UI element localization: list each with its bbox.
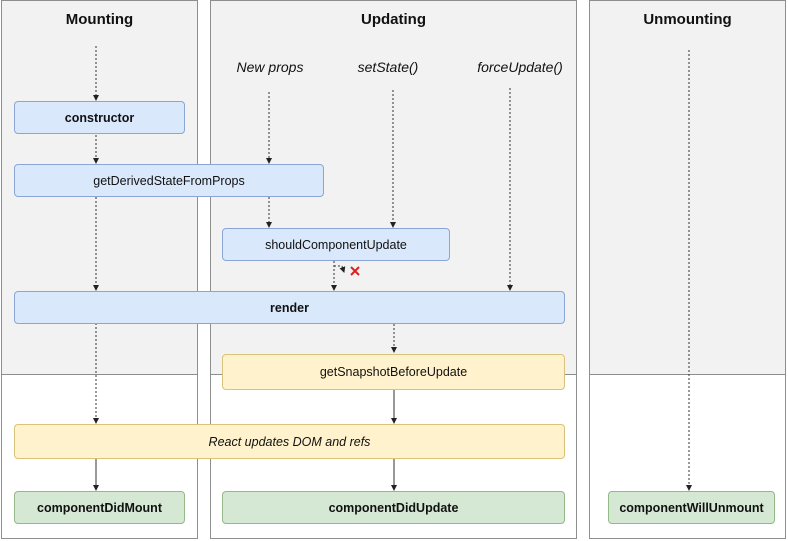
trigger-set-state: setState() xyxy=(357,59,419,75)
mounting-title: Mounting xyxy=(65,11,134,28)
trigger-new-props: New props xyxy=(236,59,304,75)
unmounting-column: Unmounting xyxy=(589,0,786,539)
get-snapshot-before-update-box: getSnapshotBeforeUpdate xyxy=(222,354,565,390)
constructor-box: constructor xyxy=(14,101,185,134)
arrow-scu-false-branch xyxy=(334,265,346,273)
unmounting-title: Unmounting xyxy=(643,11,732,28)
should-component-update-box: shouldComponentUpdate xyxy=(222,228,450,261)
updating-title: Updating xyxy=(361,11,426,28)
component-did-update-box: componentDidUpdate xyxy=(222,491,565,524)
cancel-x-icon xyxy=(350,266,360,276)
render-box: render xyxy=(14,291,565,324)
get-derived-state-from-props-box: getDerivedStateFromProps xyxy=(14,164,324,197)
trigger-force-update: forceUpdate() xyxy=(477,59,563,75)
component-will-unmount-box: componentWillUnmount xyxy=(608,491,775,524)
react-updates-dom-box: React updates DOM and refs xyxy=(14,424,565,459)
component-did-mount-box: componentDidMount xyxy=(14,491,185,524)
unmounting-render-phase-area xyxy=(590,1,785,375)
